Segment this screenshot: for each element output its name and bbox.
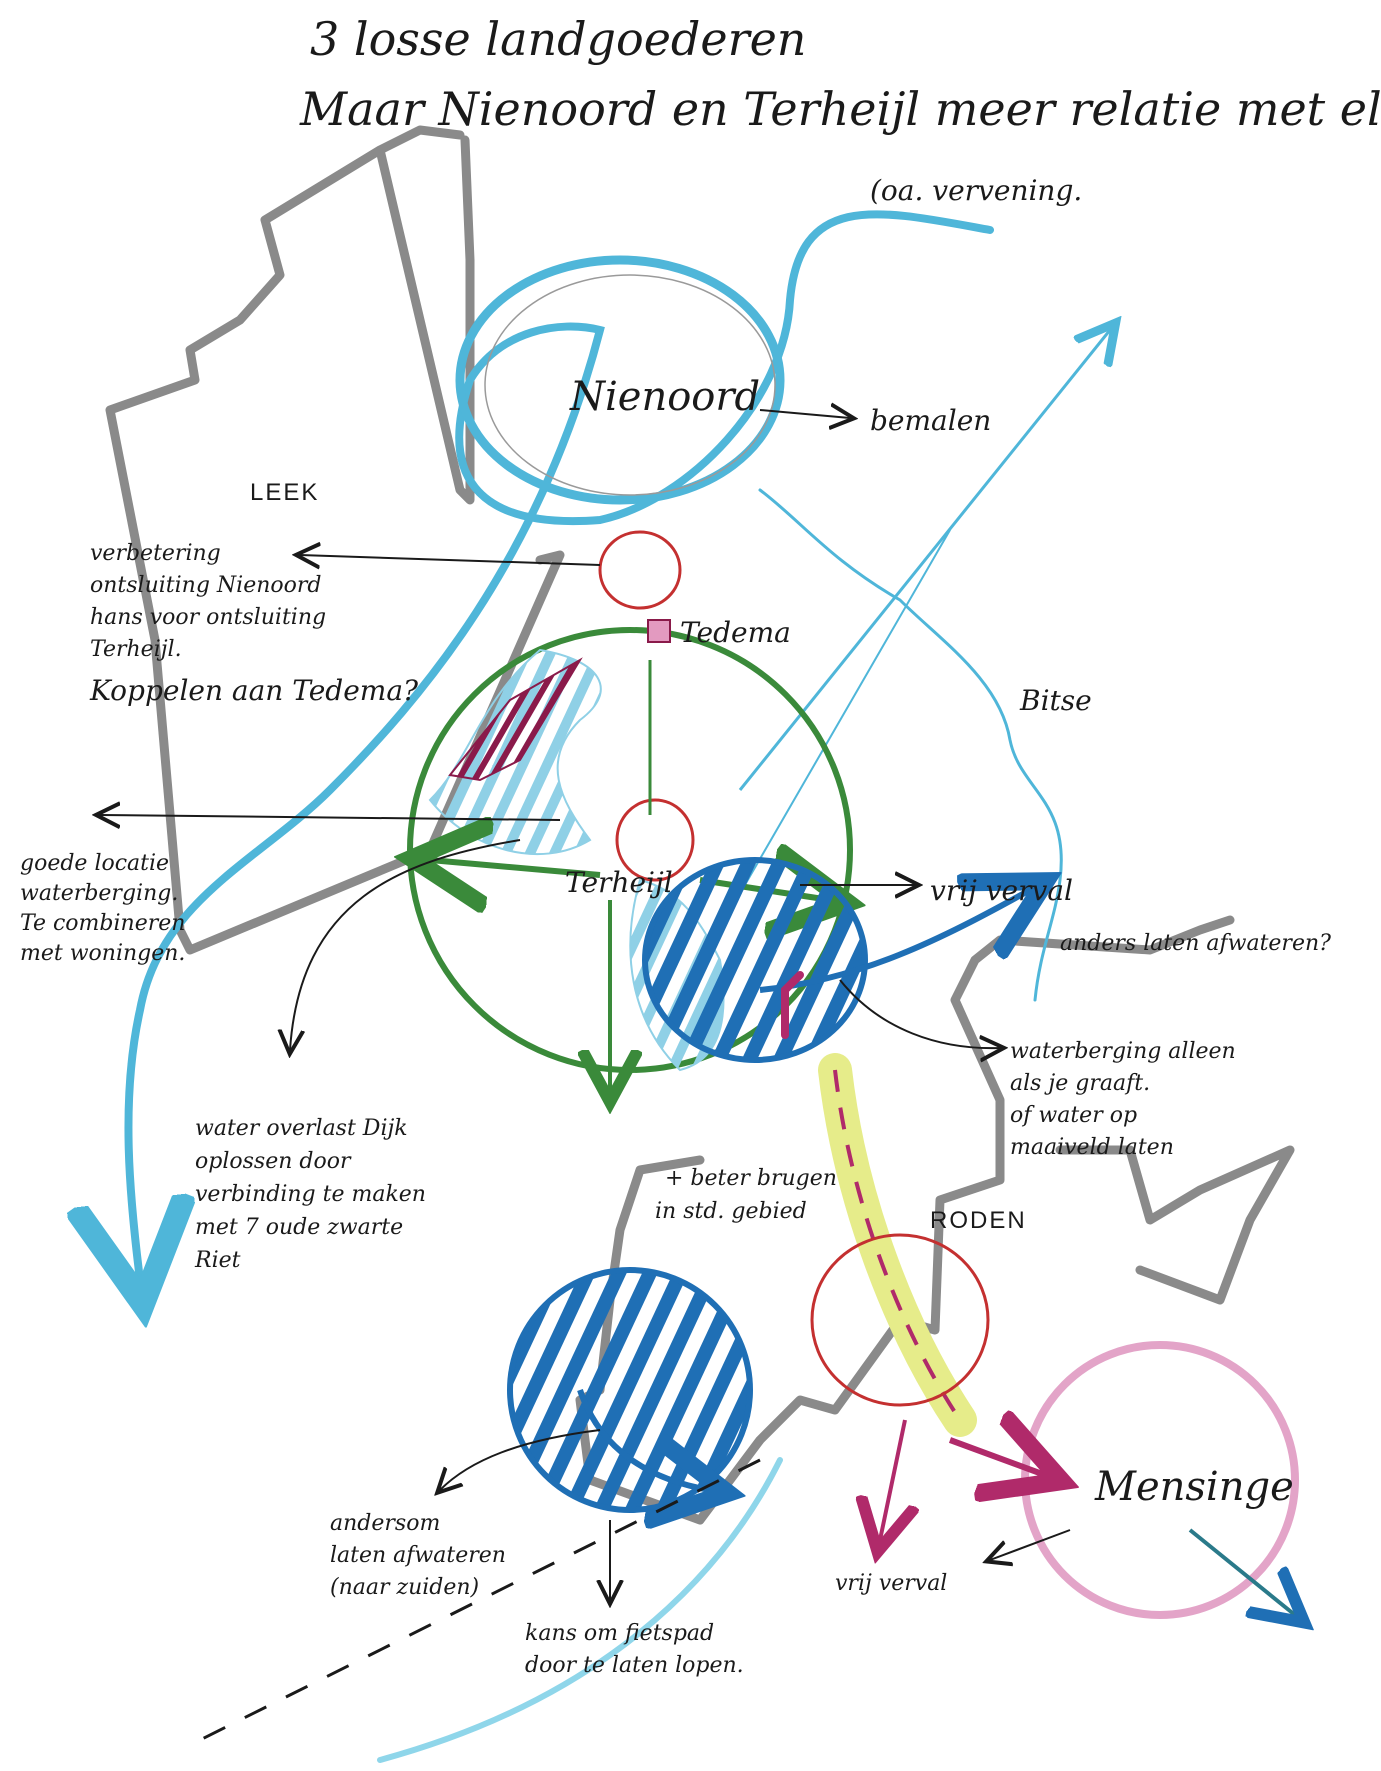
svg-text:hans voor ontsluiting: hans voor ontsluiting xyxy=(90,605,326,630)
svg-text:door te laten lopen.: door te laten lopen. xyxy=(525,1653,744,1678)
magenta-arrow-south xyxy=(880,1420,905,1540)
svg-text:met woningen.: met woningen. xyxy=(20,941,185,966)
place-terheijl: Terheijl xyxy=(565,866,673,899)
south-water-line xyxy=(380,1460,780,1760)
red-circle-north xyxy=(600,532,680,608)
tedema-marker xyxy=(648,620,670,642)
note-goede-locatie: goede locatie waterberging. Te combinere… xyxy=(20,851,185,966)
arrow-vrij-verval-2 xyxy=(990,1530,1070,1560)
svg-text:of water op: of water op xyxy=(1010,1103,1137,1128)
svg-text:+ beter brugen: + beter brugen xyxy=(665,1166,837,1191)
svg-text:Terheijl.: Terheijl. xyxy=(90,637,182,662)
svg-text:ontsluiting Nienoord: ontsluiting Nienoord xyxy=(90,573,321,598)
waterberging-southwest xyxy=(510,1270,750,1510)
svg-text:maaiveld laten: maaiveld laten xyxy=(1010,1135,1174,1160)
note-beter-brugen: + beter brugen in std. gebied xyxy=(655,1166,837,1224)
place-leek: LEEK xyxy=(250,479,319,506)
svg-text:laten afwateren: laten afwateren xyxy=(330,1543,506,1568)
waterberging-east xyxy=(645,860,865,1060)
place-mensinge: Mensinge xyxy=(1094,1464,1294,1510)
title-line-3: (oa. vervening. xyxy=(870,174,1082,207)
note-ontsluiting: verbetering ontsluiting Nienoord hans vo… xyxy=(89,541,419,707)
svg-text:Te combineren: Te combineren xyxy=(20,911,185,936)
note-bemalen: bemalen xyxy=(870,404,991,437)
note-vrij-verval-2: vrij verval xyxy=(835,1571,947,1596)
note-anders-laten-afwateren: anders laten afwateren? xyxy=(1060,931,1331,956)
note-fietspad: kans om fietspad door te laten lopen. xyxy=(525,1621,744,1678)
place-nienoord: Nienoord xyxy=(569,374,760,420)
place-tedema: Tedema xyxy=(680,616,791,649)
svg-text:goede locatie: goede locatie xyxy=(20,851,169,876)
svg-text:verbetering: verbetering xyxy=(90,541,221,566)
svg-text:water overlast Dijk: water overlast Dijk xyxy=(195,1116,408,1141)
note-andersom: andersom laten afwateren (naar zuiden) xyxy=(330,1511,506,1600)
diagonal-arrow-ne xyxy=(740,330,1110,790)
svg-text:waterberging alleen: waterberging alleen xyxy=(1010,1039,1236,1064)
svg-text:als je graaft.: als je graaft. xyxy=(1010,1071,1150,1096)
svg-text:waterberging.: waterberging. xyxy=(20,881,178,906)
svg-text:oplossen door: oplossen door xyxy=(195,1149,352,1174)
title-line-1: 3 losse landgoederen xyxy=(310,12,806,66)
svg-text:in std. gebied: in std. gebied xyxy=(655,1199,807,1224)
svg-text:met 7 oude zwarte: met 7 oude zwarte xyxy=(195,1215,403,1240)
svg-text:Koppelen aan Tedema?: Koppelen aan Tedema? xyxy=(89,674,419,707)
svg-text:Riet: Riet xyxy=(194,1248,241,1273)
note-vrij-verval: vrij verval xyxy=(930,874,1073,907)
place-bitse: Bitse xyxy=(1019,684,1092,717)
svg-text:andersom: andersom xyxy=(330,1511,440,1536)
svg-text:verbinding te maken: verbinding te maken xyxy=(195,1182,426,1207)
title-line-2: Maar Nienoord en Terheijl meer relatie m… xyxy=(299,82,1381,136)
svg-text:kans om fietspad: kans om fietspad xyxy=(525,1621,714,1646)
svg-text:(naar zuiden): (naar zuiden) xyxy=(330,1575,479,1600)
note-wateroverlast: water overlast Dijk oplossen door verbin… xyxy=(194,1116,426,1273)
place-roden: RODEN xyxy=(930,1207,1027,1234)
note-waterberging-alleen: waterberging alleen als je graaft. of wa… xyxy=(1010,1039,1236,1160)
